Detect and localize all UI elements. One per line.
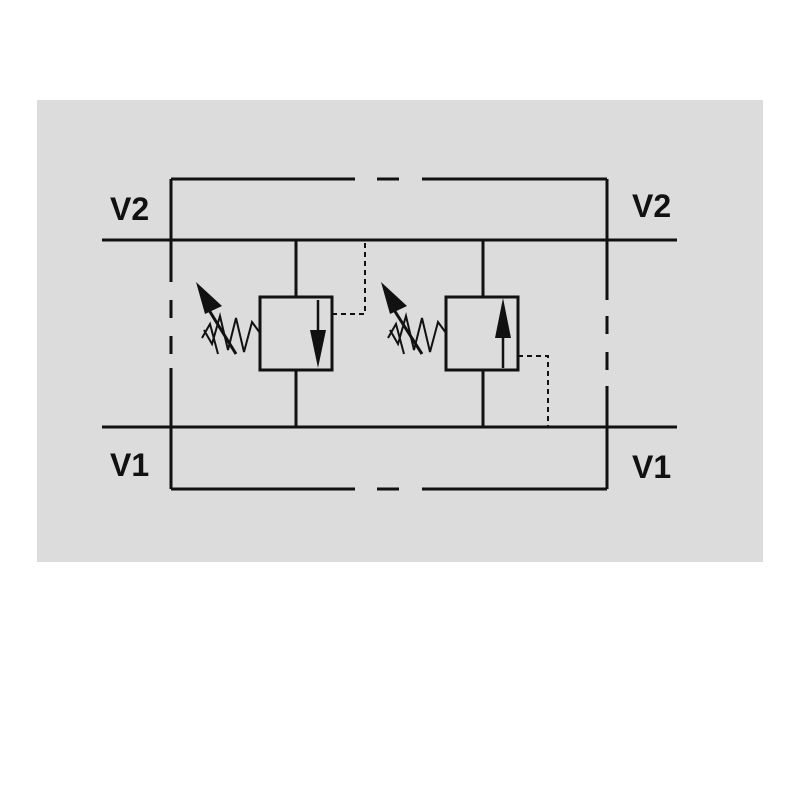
block-enclosure bbox=[169, 177, 609, 491]
adjustable-arrow-right-icon bbox=[381, 282, 407, 314]
valve-body-left bbox=[258, 295, 334, 372]
relief-valve-left bbox=[196, 240, 366, 427]
relief-valve-right bbox=[381, 240, 549, 427]
port-label-v1-left: V1 bbox=[110, 447, 149, 483]
pilot-line-left bbox=[332, 240, 366, 315]
pilot-line-right bbox=[518, 355, 549, 427]
adjustable-arrow-left-icon bbox=[196, 282, 222, 314]
port-label-v1-right: V1 bbox=[632, 449, 671, 485]
port-label-v2-right: V2 bbox=[632, 188, 671, 224]
port-label-v2-left: V2 bbox=[110, 191, 149, 227]
valve-body-right bbox=[444, 295, 520, 372]
flow-arrow-down-icon bbox=[310, 330, 326, 368]
diagram-panel bbox=[37, 100, 763, 562]
flow-arrow-up-icon bbox=[495, 298, 511, 338]
